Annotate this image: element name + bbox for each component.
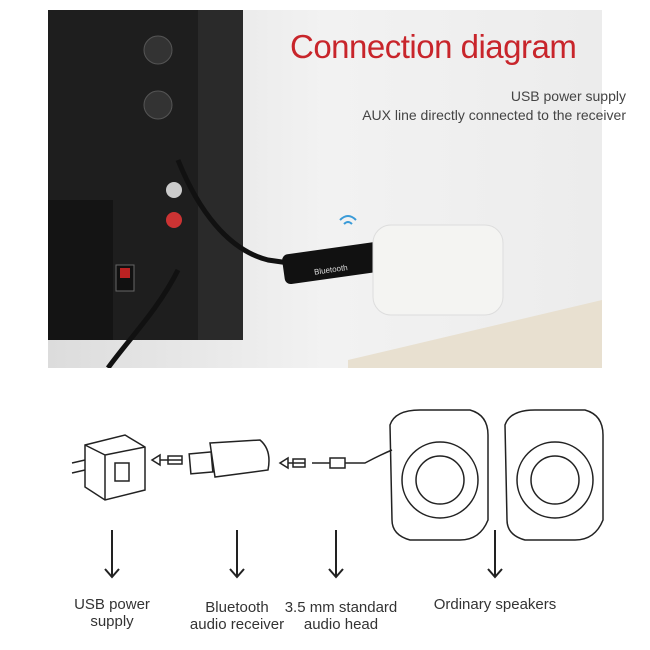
label-ordinary-speakers: Ordinary speakers (425, 596, 565, 613)
subtitle-aux-line: AUX line directly connected to the recei… (362, 107, 626, 123)
down-arrow-icons (104, 530, 503, 579)
bluetooth-receiver-icon (188, 439, 270, 478)
speaker-left-icon (389, 409, 489, 541)
arrow-left-icon (150, 453, 183, 467)
audio-jack-icon (312, 449, 393, 469)
label-line2: audio head (303, 616, 379, 633)
label-line1: 3.5 mm standard (284, 599, 398, 616)
label-usb-power-supply: USB power supply (62, 596, 162, 630)
label-line2: supply (90, 613, 134, 630)
connection-line-drawing (71, 409, 604, 579)
label-line1: Bluetooth (205, 599, 269, 616)
product-photo: Bluetooth (48, 10, 602, 368)
diagram-title: Connection diagram (290, 28, 577, 65)
speaker-right-icon (504, 409, 604, 541)
label-bluetooth-receiver: Bluetooth audio receiver (177, 599, 297, 633)
subtitle-usb-power: USB power supply (510, 88, 626, 104)
label-audio-head: 3.5 mm standard audio head (281, 599, 401, 633)
usb-power-adapter-icon (71, 434, 146, 501)
label-line2: audio receiver (189, 616, 285, 633)
photo-illustration: Bluetooth (48, 10, 602, 368)
label-line1: USB power (74, 596, 150, 613)
arrow-left-icon-2 (278, 456, 306, 470)
label-line1: Ordinary speakers (433, 596, 557, 613)
